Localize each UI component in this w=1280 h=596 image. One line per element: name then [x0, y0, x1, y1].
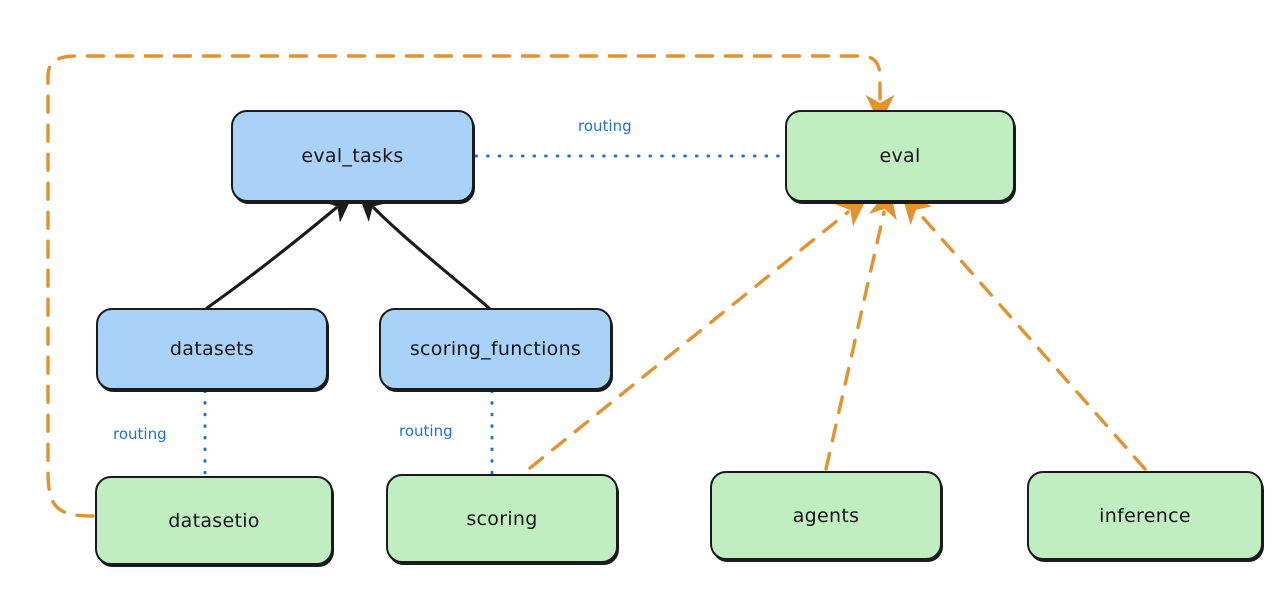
node-label-agents: agents: [792, 504, 860, 527]
node-label-inference: inference: [1099, 504, 1191, 527]
node-datasets[interactable]: datasets: [96, 308, 328, 390]
node-agents[interactable]: agents: [710, 471, 942, 560]
edge-agents-to-eval-provider: [824, 187, 897, 471]
node-label-eval-tasks: eval_tasks: [301, 145, 404, 167]
edge-label-routing-eval-tasks-eval: routing: [578, 117, 632, 135]
node-eval-tasks[interactable]: eval_tasks: [231, 110, 474, 202]
edge-inference-to-eval-provider: [901, 192, 1147, 471]
node-scoring[interactable]: scoring: [386, 474, 618, 563]
node-scoring-functions[interactable]: scoring_functions: [379, 308, 612, 390]
node-label-datasets: datasets: [169, 338, 255, 360]
edge-label-routing-scoring-functions-scoring: routing: [399, 422, 453, 440]
node-label-eval: eval: [879, 145, 921, 167]
node-label-scoring-functions: scoring_functions: [409, 338, 582, 360]
node-label-datasetio: datasetio: [168, 509, 260, 532]
node-label-scoring: scoring: [466, 507, 538, 530]
node-eval[interactable]: eval: [785, 110, 1015, 202]
node-inference[interactable]: inference: [1027, 471, 1263, 560]
edge-label-routing-datasets-datasetio: routing: [113, 425, 167, 443]
edge-datasets-to-eval-tasks: [205, 193, 354, 310]
node-datasetio[interactable]: datasetio: [95, 476, 333, 565]
edge-scoring-functions-to-eval-tasks: [357, 191, 491, 310]
